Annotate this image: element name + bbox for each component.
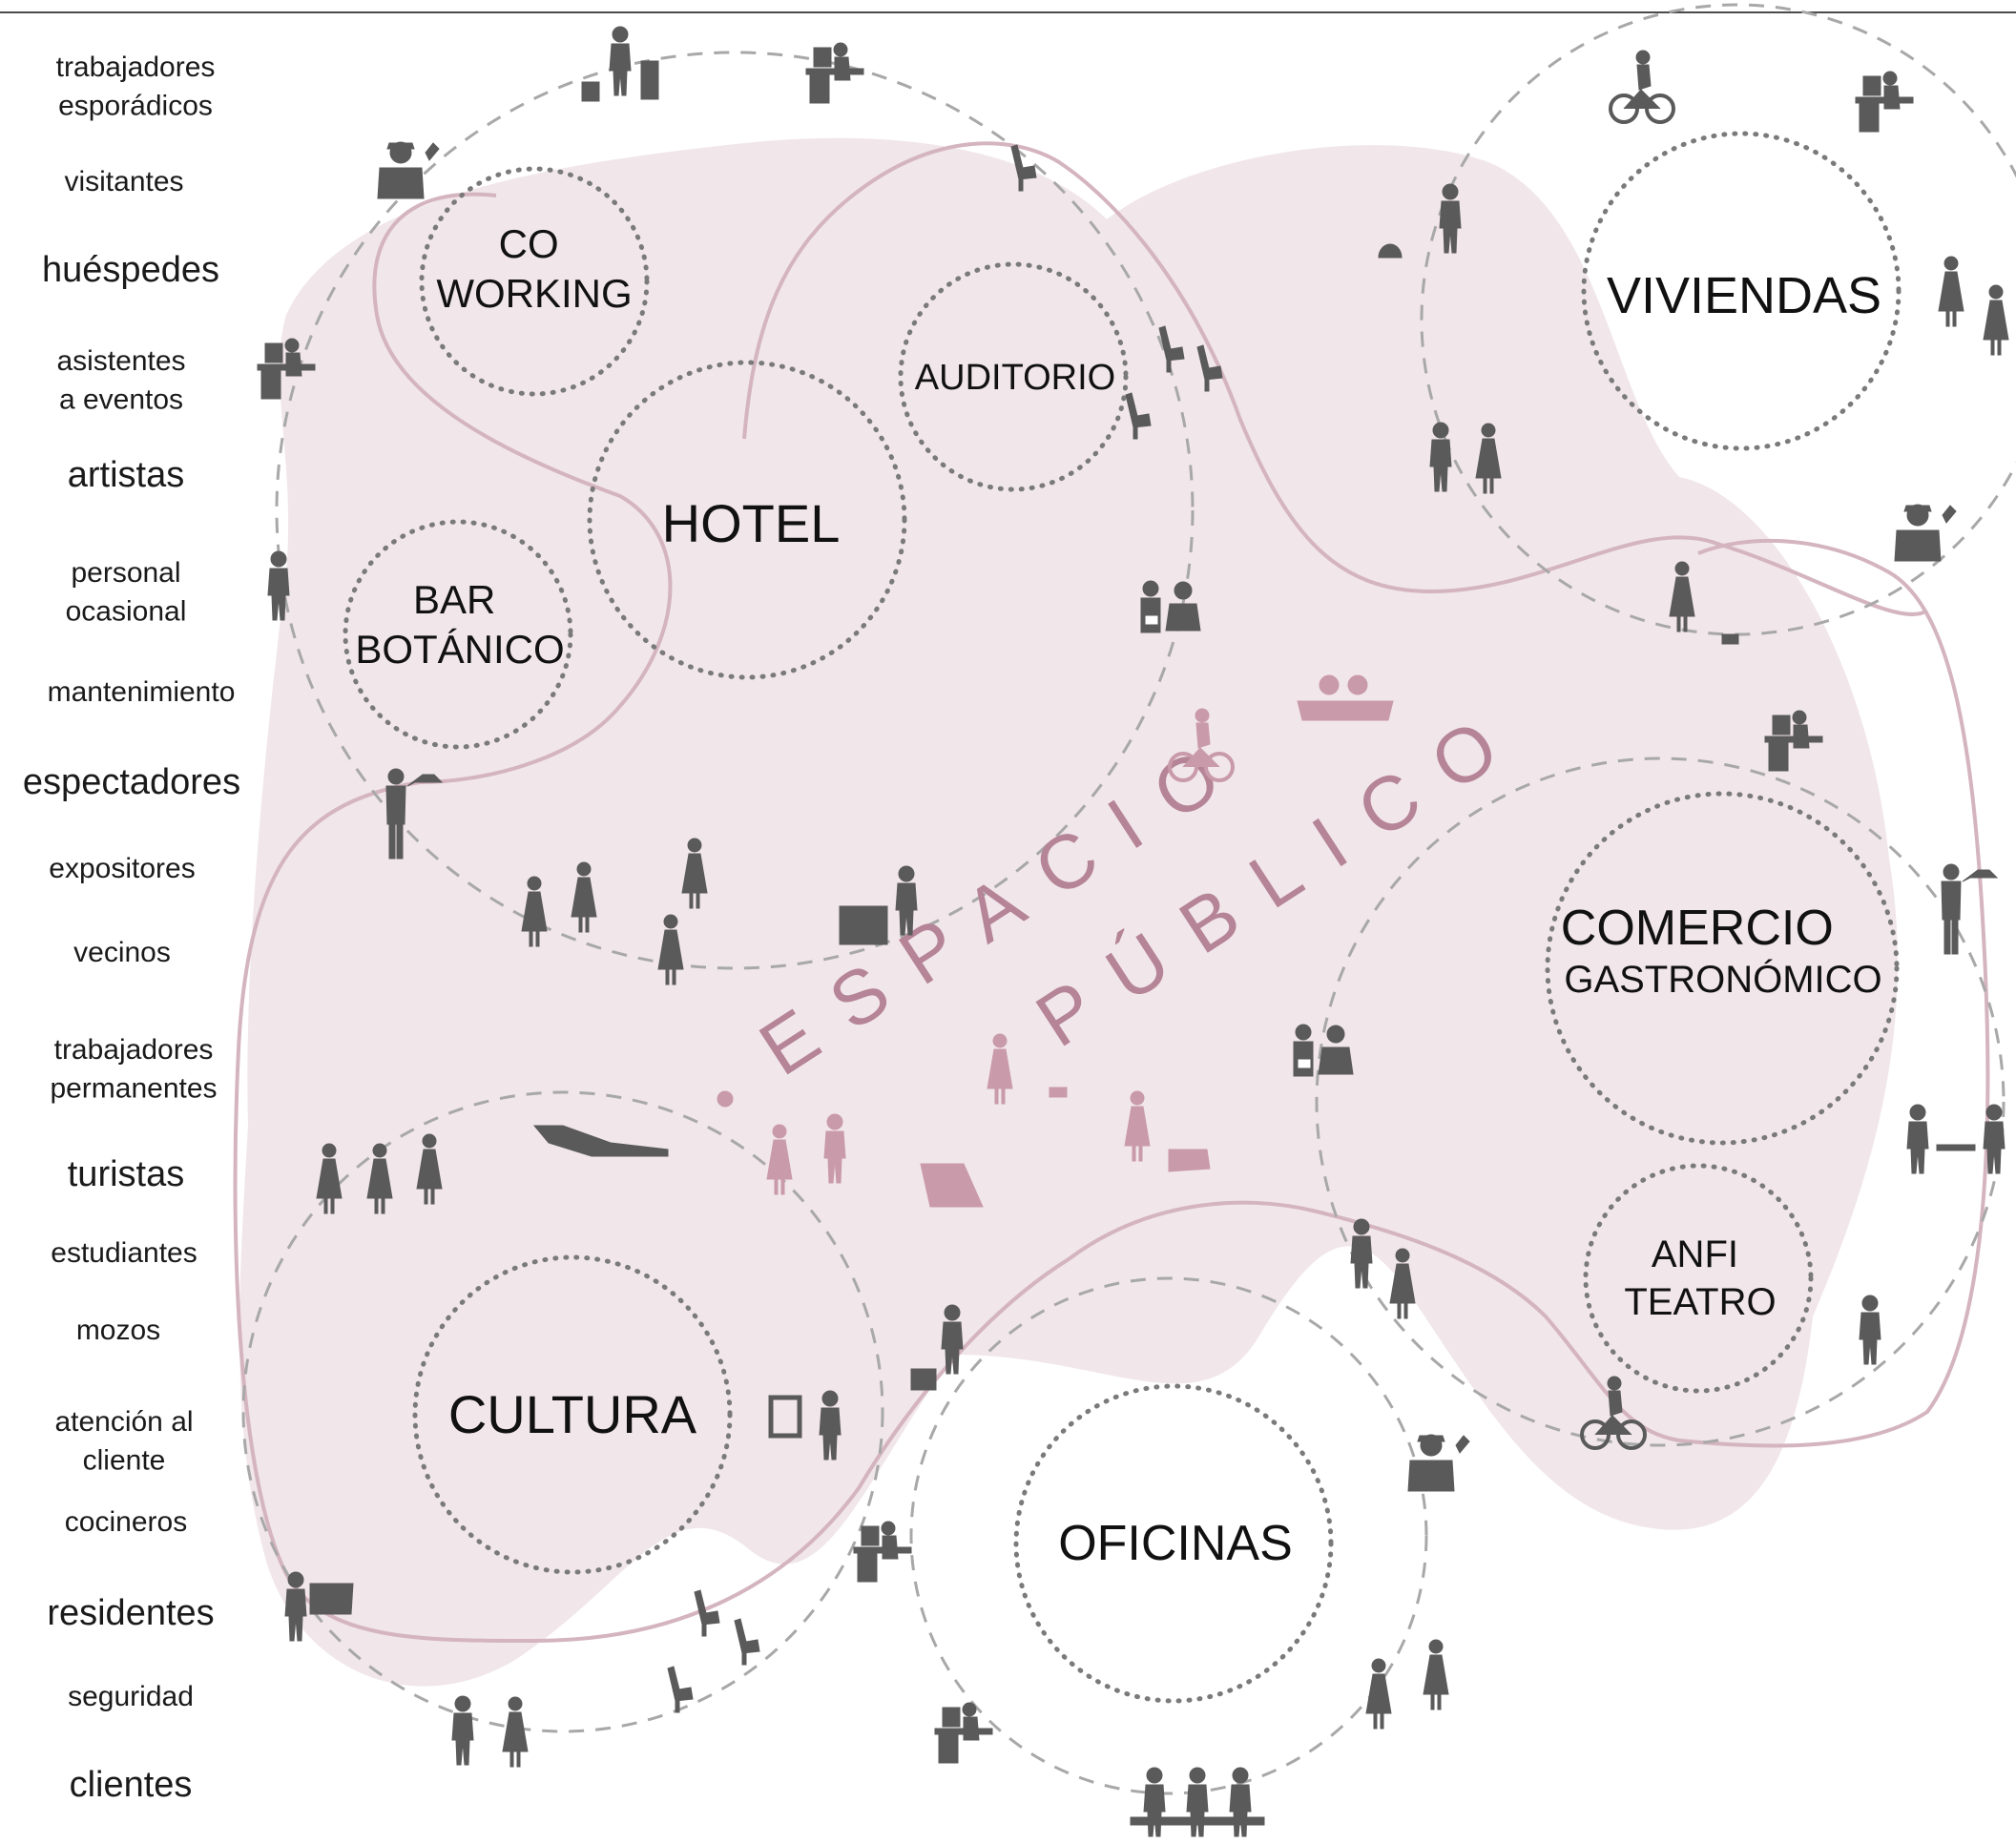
home-office-icon xyxy=(1855,71,1914,133)
bench-person-icon xyxy=(1319,674,1340,695)
group-circle-cultura xyxy=(241,1090,884,1733)
meeting-icon xyxy=(1229,1767,1252,1837)
zone-label-bar: BAR BOTÁNICO xyxy=(355,577,564,672)
zone-circle-bar xyxy=(343,519,573,750)
office-desk-icon xyxy=(853,1521,912,1583)
cafe-table-icon xyxy=(1936,1144,1976,1151)
zone-circle-comercio xyxy=(1545,791,1900,1146)
piano-icon xyxy=(309,1583,354,1615)
suitcase-icon xyxy=(581,81,600,102)
zone-label-auditorio: AUDITORIO xyxy=(915,358,1115,398)
pink-dog-icon xyxy=(1049,1087,1068,1098)
briefcase-icon xyxy=(910,1368,937,1391)
figure-layer xyxy=(257,26,2009,1837)
couple-icon xyxy=(502,1696,529,1768)
highlight-figure-layer xyxy=(717,674,1394,1208)
diner-icon xyxy=(1906,1104,1929,1174)
meeting-table-icon xyxy=(1130,1816,1265,1826)
traveler-icon xyxy=(609,26,632,96)
bench-person-icon xyxy=(1347,674,1368,695)
seat-icon xyxy=(734,1618,760,1666)
zone-circle-coworking xyxy=(419,166,650,397)
group-circle-comercio xyxy=(1315,756,2006,1447)
zone-label-comercio: COMERCIO GASTRONÓMICO xyxy=(1561,901,1882,1001)
technician-icon xyxy=(1894,504,1957,562)
user-type-item: seguridad xyxy=(68,1681,194,1712)
user-type-item: expositores xyxy=(49,853,195,884)
user-type-item: estudiantes xyxy=(51,1237,197,1269)
stroller-icon xyxy=(1168,1149,1211,1172)
user-type-item: clientes xyxy=(70,1765,193,1805)
trash-bag-icon xyxy=(1378,243,1403,259)
balloon-icon xyxy=(717,1090,734,1108)
restaurant-waiter-icon xyxy=(1941,863,1998,955)
circulation-route xyxy=(233,141,1990,1644)
dog-icon xyxy=(1721,633,1739,645)
user-type-item: vecinos xyxy=(73,937,171,968)
zone-circle-auditorio xyxy=(898,261,1129,492)
user-type-item: mantenimiento xyxy=(48,676,236,708)
meeting-icon xyxy=(1143,1767,1166,1837)
zone-circle-anfiteatro xyxy=(1583,1163,1814,1394)
desk-worker-icon xyxy=(805,42,864,104)
seat-icon xyxy=(667,1666,694,1713)
user-type-item: mozos xyxy=(76,1315,160,1346)
office-visitor-icon xyxy=(1365,1658,1392,1730)
zone-label-oficinas: OFICINAS xyxy=(1058,1516,1293,1571)
zone-label-anfiteatro: ANFI TEATRO xyxy=(1624,1233,1776,1323)
security-worker-icon xyxy=(1407,1434,1470,1492)
user-type-item: espectadores xyxy=(23,762,240,802)
zone-label-hotel: HOTEL xyxy=(662,493,841,553)
group-circle-oficinas xyxy=(909,1276,1428,1795)
meeting-icon xyxy=(1186,1767,1209,1837)
group-circle-coworking-hotel xyxy=(275,51,1195,970)
user-type-item: visitantes xyxy=(64,166,183,197)
resident-icon xyxy=(1983,284,2009,356)
hotel-counter-icon xyxy=(839,905,888,945)
user-type-item: artistas xyxy=(68,455,184,495)
easel-icon xyxy=(768,1395,802,1439)
office-visitor-icon xyxy=(1423,1639,1449,1710)
user-type-item: residentes xyxy=(47,1593,214,1633)
sitting-reader-icon xyxy=(920,1163,984,1208)
resident-icon xyxy=(1938,256,1964,327)
user-type-item: turistas xyxy=(68,1154,184,1194)
user-type-item: huéspedes xyxy=(42,250,219,290)
luggage-icon xyxy=(640,60,659,100)
zone-label-viviendas: VIVIENDAS xyxy=(1607,267,1881,324)
bench-icon xyxy=(1297,700,1394,721)
zone-circle-hotel xyxy=(587,360,907,680)
zone-label-coworking: CO WORKING xyxy=(436,221,632,316)
zone-circle-cultura xyxy=(412,1254,733,1575)
pianist-icon xyxy=(284,1571,307,1642)
zone-circle-oficinas xyxy=(1013,1383,1334,1704)
zone-label-cultura: CULTURA xyxy=(448,1384,697,1444)
performer-icon xyxy=(1859,1295,1881,1365)
cyclist-icon xyxy=(1609,49,1675,124)
user-type-item: cocineros xyxy=(65,1506,187,1538)
top-border xyxy=(0,11,2016,13)
dancer-icon xyxy=(1350,1218,1373,1289)
reclining-person-icon xyxy=(532,1125,669,1157)
couple-icon xyxy=(451,1695,474,1766)
office-worker-icon xyxy=(934,1702,993,1764)
zone-circle-viviendas xyxy=(1581,131,1902,451)
